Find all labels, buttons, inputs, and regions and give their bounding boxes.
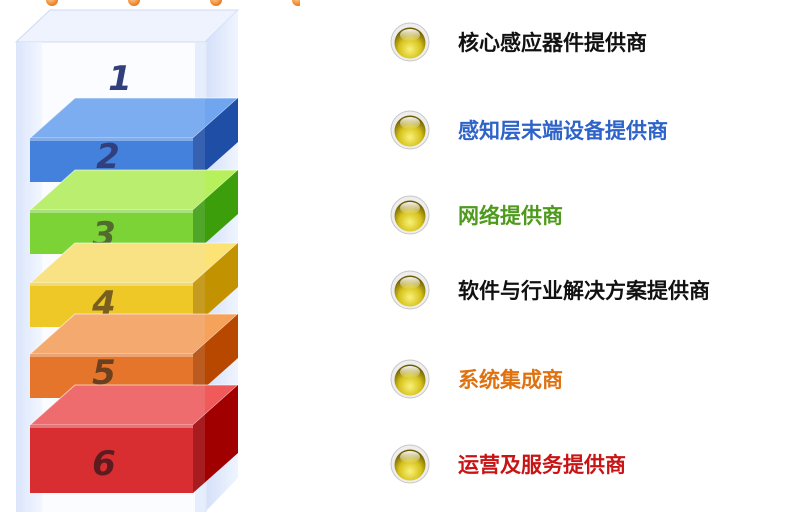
- layer-front-face: [30, 425, 193, 493]
- layer-number: 6: [92, 444, 116, 484]
- glass-front-highlight: [16, 42, 205, 512]
- layer-edge-highlight: [30, 283, 193, 286]
- role-label: 系统集成商: [458, 368, 563, 392]
- layer-number: 2: [96, 137, 120, 177]
- glass-back-panel: [14, 9, 240, 43]
- role-item: 软件与行业解决方案提供商: [390, 268, 710, 312]
- layer-6: 6: [28, 384, 240, 493]
- layer-4: 4: [28, 242, 240, 327]
- gold-sphere-icon: [390, 22, 430, 62]
- role-item: 运营及服务提供商: [390, 442, 626, 486]
- gold-sphere-icon: [390, 359, 430, 399]
- layer-side-face: [193, 314, 238, 398]
- layer-1: 1: [108, 59, 132, 99]
- layer-edge-highlight: [30, 138, 193, 141]
- gold-sphere-icon: [390, 270, 430, 310]
- role-label: 软件与行业解决方案提供商: [458, 279, 710, 303]
- layer-number: 1: [108, 59, 132, 99]
- decor-dot: [292, 0, 300, 6]
- decor-dot: [128, 0, 140, 6]
- layer-side-face: [193, 170, 238, 254]
- decor-dot: [46, 0, 58, 6]
- role-item: 核心感应器件提供商: [390, 20, 647, 64]
- layer-side-face: [193, 243, 238, 327]
- role-label: 核心感应器件提供商: [458, 31, 647, 55]
- layer-edge-highlight: [30, 354, 193, 357]
- role-item: 网络提供商: [390, 193, 563, 237]
- layer-edge-highlight: [30, 425, 193, 428]
- layer-side-face: [193, 98, 238, 182]
- gold-sphere-icon: [390, 444, 430, 484]
- layer-number: 5: [92, 353, 116, 393]
- role-label: 网络提供商: [458, 204, 563, 228]
- layer-edge-highlight: [30, 210, 193, 213]
- decor-dot: [210, 0, 222, 6]
- layer-side-face: [193, 385, 238, 493]
- role-label: 感知层末端设备提供商: [458, 119, 668, 143]
- gold-sphere-icon: [390, 110, 430, 150]
- role-label: 运营及服务提供商: [458, 453, 626, 477]
- role-item: 系统集成商: [390, 357, 563, 401]
- role-item: 感知层末端设备提供商: [390, 108, 668, 152]
- gold-sphere-icon: [390, 195, 430, 235]
